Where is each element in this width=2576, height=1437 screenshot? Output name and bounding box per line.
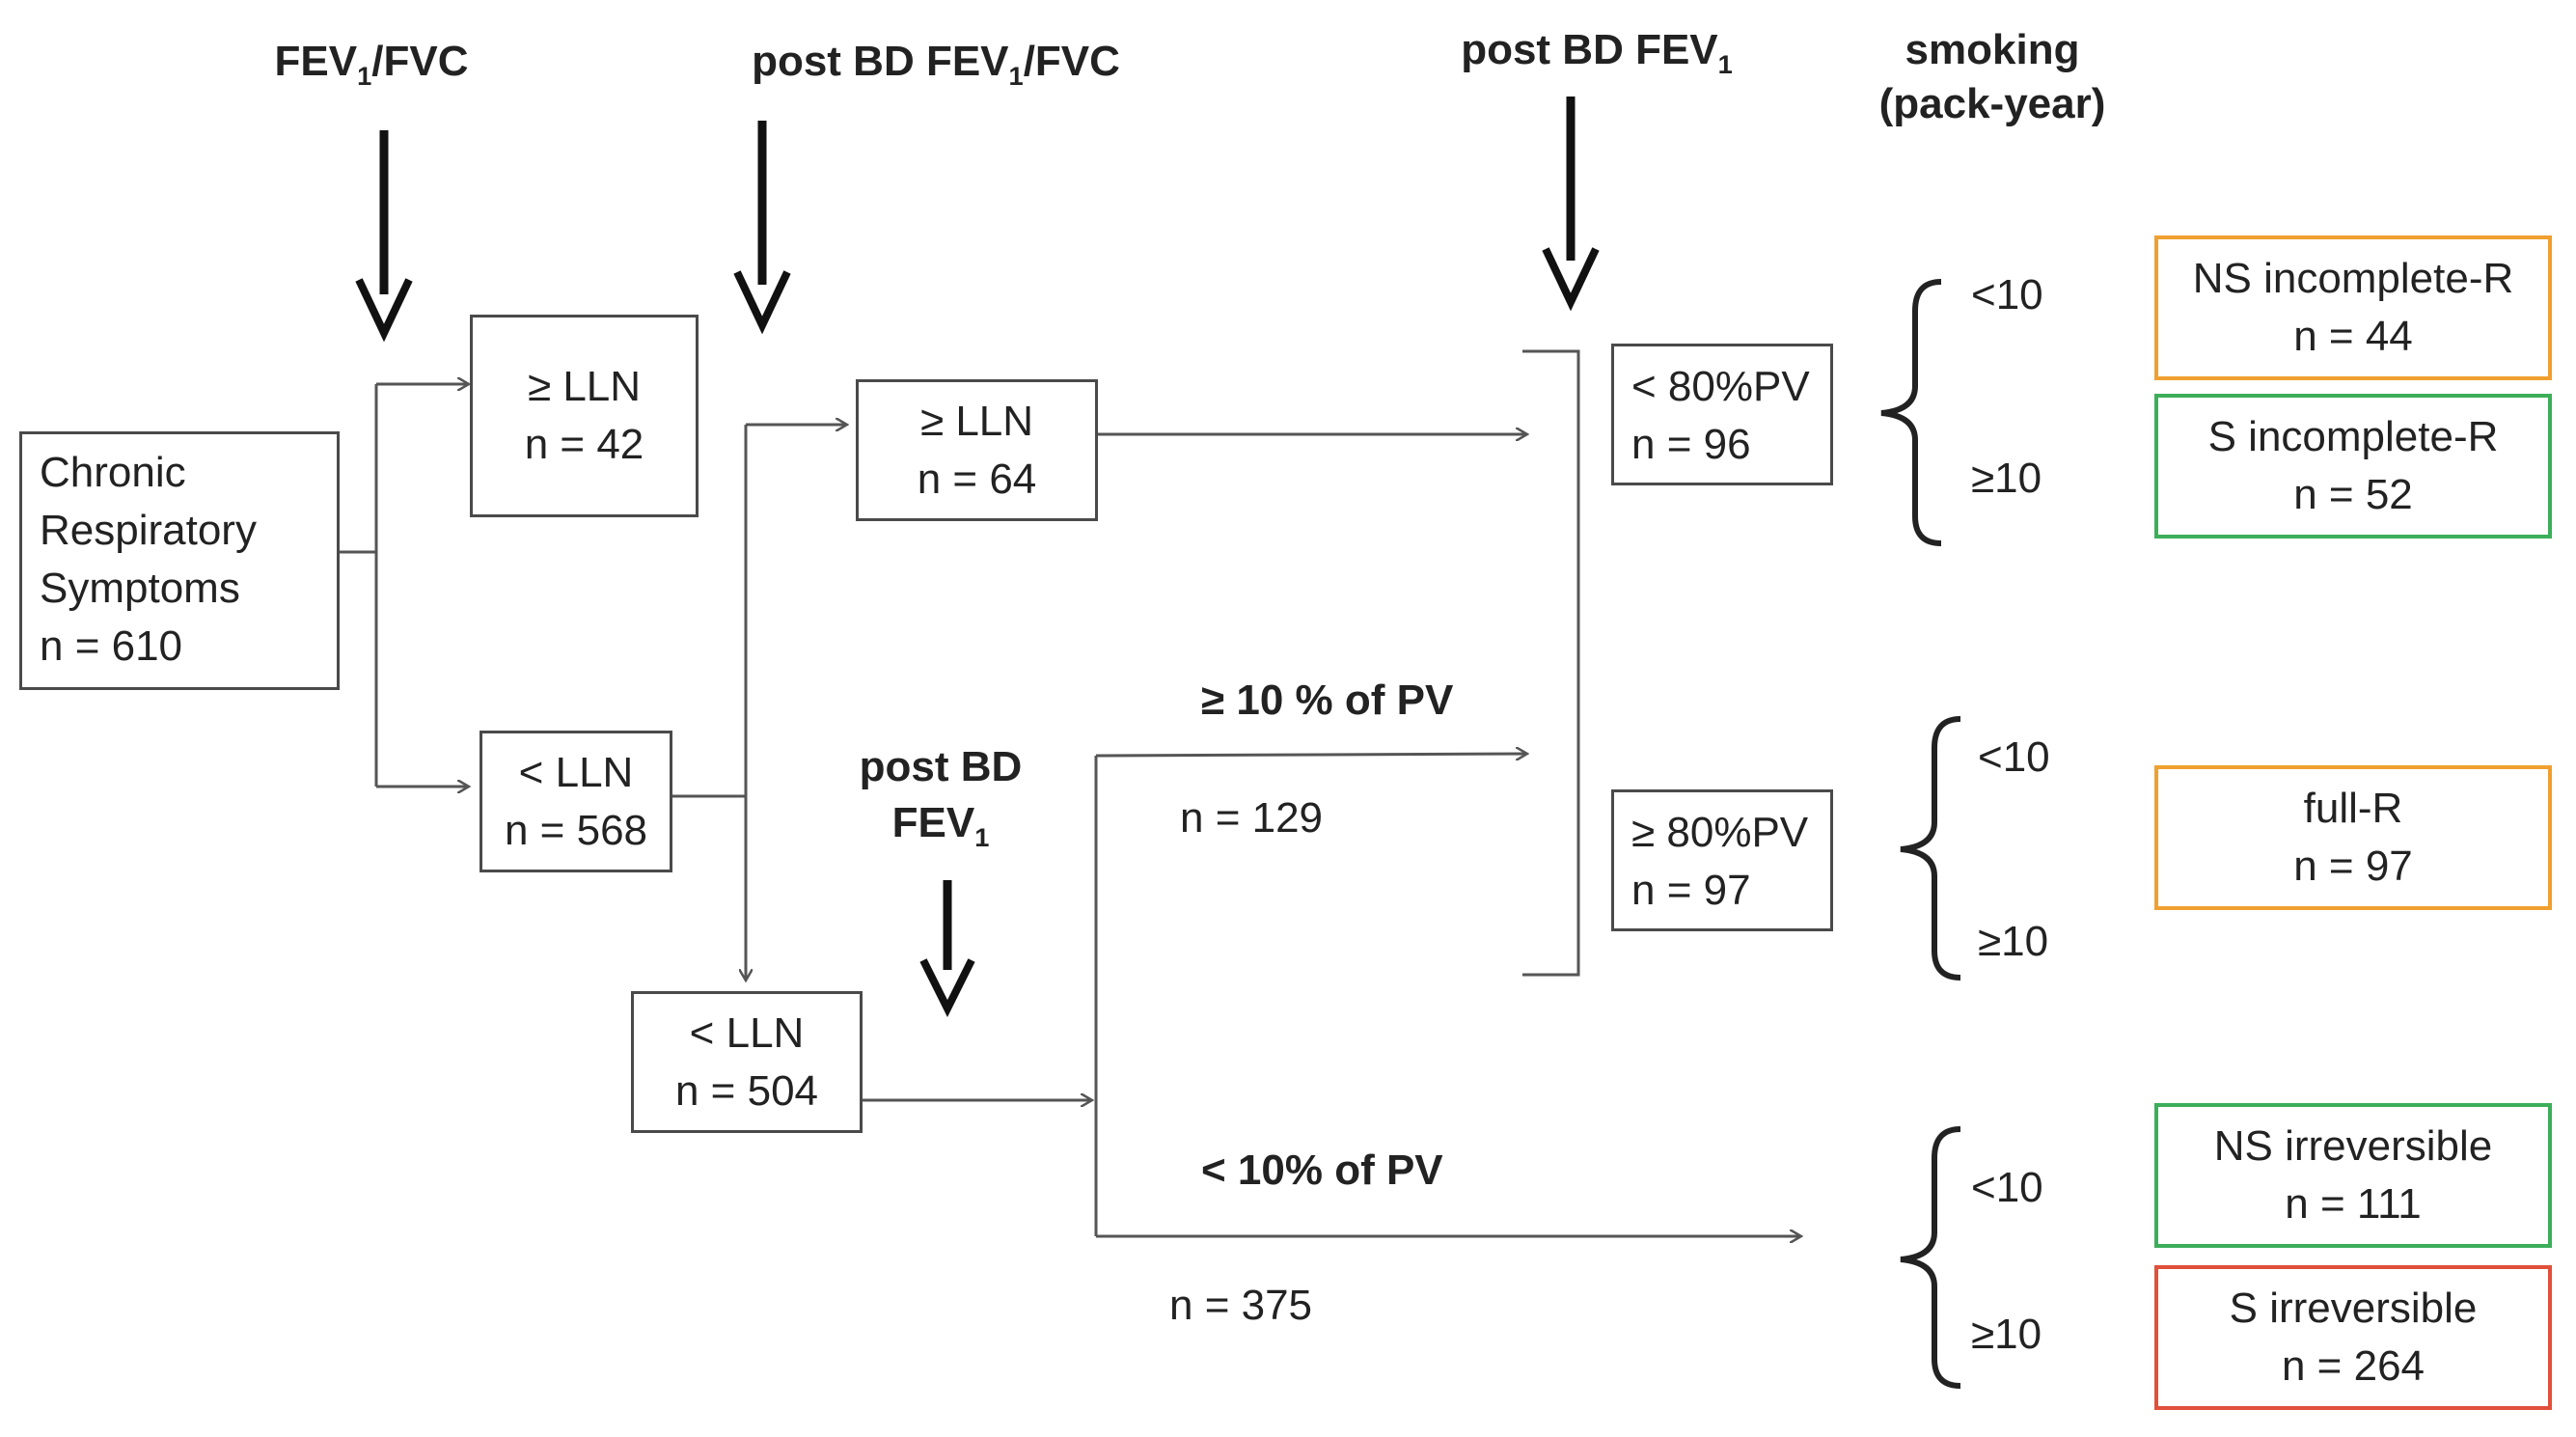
- header-post-bd-fev1: post BD FEV1: [1461, 26, 1733, 79]
- fev1-bracket: [1522, 349, 1580, 977]
- label-lt10pct-pv: < 10% of PV: [1201, 1147, 1443, 1194]
- node-post-lt-lln: < LLN n = 504: [631, 991, 863, 1133]
- smoking-ge10-2: ≥10: [1978, 918, 2049, 965]
- smoking-lt10-3: <10: [1971, 1164, 2043, 1211]
- header-smoking-line2: (pack-year): [1878, 80, 2106, 127]
- arrow-ge10pct: [1095, 754, 1527, 756]
- header-post-bd-fev1-fvc: post BD FEV1/FVC: [752, 38, 1120, 91]
- arrow-down-3-head: [1542, 247, 1600, 312]
- label-lt10pct-n: n = 375: [1169, 1282, 1313, 1329]
- node-ratio-lt-lln: < LLN n = 568: [480, 731, 672, 872]
- label-ge10pct-n: n = 129: [1180, 794, 1324, 842]
- header-mid-line1: post BD: [859, 743, 1023, 790]
- brace-2: [1900, 716, 1961, 981]
- smoking-ge10-1: ≥10: [1971, 455, 2042, 502]
- arrow-down-1-head: [355, 278, 413, 343]
- brace-1: [1880, 279, 1942, 546]
- node-lt80pv: < 80%PV n = 96: [1611, 344, 1833, 485]
- header-fev1-fvc: FEV1/FVC: [274, 38, 469, 91]
- header-smoking-line1: smoking: [1905, 26, 2080, 73]
- arrow-down-4-head: [919, 958, 975, 1017]
- smoking-lt10-2: <10: [1978, 733, 2050, 781]
- label-ge10pct-pv: ≥ 10 % of PV: [1201, 677, 1454, 724]
- brace-3: [1900, 1126, 1961, 1389]
- node-ratio-ge-lln: ≥ LLN n = 42: [470, 315, 699, 517]
- node-ge80pv: ≥ 80%PV n = 97: [1611, 789, 1833, 931]
- header-smoking: smoking (pack-year): [1852, 23, 2132, 131]
- arrow-down-2-head: [733, 270, 791, 335]
- header-mid-line2: FEV1: [891, 799, 990, 852]
- smoking-lt10-1: <10: [1971, 271, 2043, 318]
- node-chronic-respiratory-symptoms: Chronic Respiratory Symptoms n = 610: [19, 431, 340, 690]
- smoking-ge10-3: ≥10: [1971, 1311, 2042, 1358]
- node-post-ge-lln: ≥ LLN n = 64: [856, 379, 1098, 521]
- header-post-bd-fev1-mid: post BD FEV1: [830, 739, 1052, 866]
